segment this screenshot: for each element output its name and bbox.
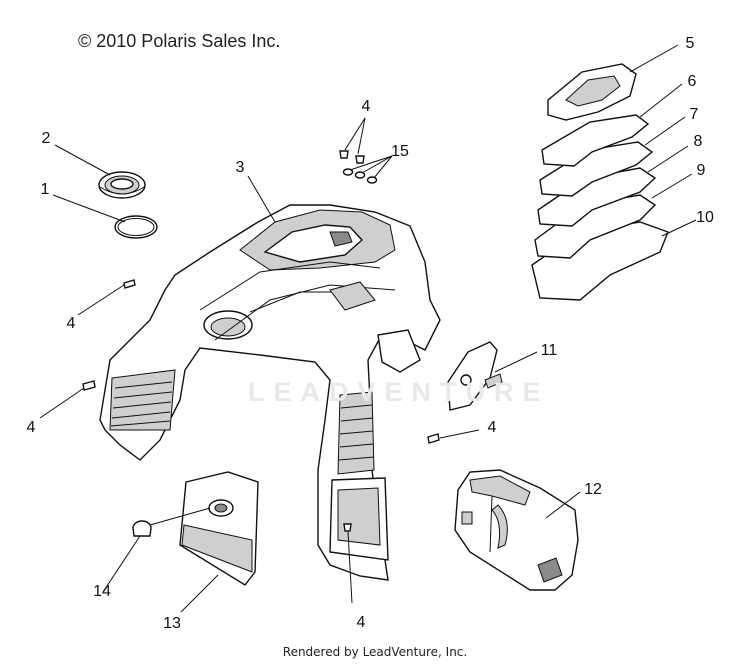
callout-10[interactable]: 10 <box>696 209 714 226</box>
callout-12[interactable]: 12 <box>584 481 602 498</box>
part-5-top-bezel[interactable] <box>547 63 637 121</box>
callout-4-left-lower[interactable]: 4 <box>26 419 36 436</box>
part-13-lid-panel[interactable] <box>179 471 259 586</box>
callout-1[interactable]: 1 <box>40 181 50 198</box>
copyright-text: © 2010 Polaris Sales Inc. <box>78 31 281 51</box>
callout-2[interactable]: 2 <box>41 130 51 147</box>
callout-6[interactable]: 6 <box>687 73 697 90</box>
callout-4-left-upper[interactable]: 4 <box>66 315 76 332</box>
part-3-console-panel[interactable] <box>99 204 441 581</box>
watermark: LEADVENTURE <box>248 377 550 407</box>
callout-8[interactable]: 8 <box>693 133 703 150</box>
right-vent-grille <box>337 391 375 475</box>
footer-rendered-by: Rendered by LeadVenture, Inc. <box>282 645 468 659</box>
callout-4-top[interactable]: 4 <box>361 98 371 115</box>
part-14-knob[interactable] <box>132 520 152 537</box>
left-vent-grille <box>109 369 176 431</box>
screws-part-4[interactable] <box>82 150 440 532</box>
callout-15[interactable]: 15 <box>391 143 409 160</box>
callout-11[interactable]: 11 <box>540 342 558 359</box>
callout-13[interactable]: 13 <box>163 615 181 632</box>
washers-part-15[interactable] <box>342 168 378 184</box>
callout-9[interactable]: 9 <box>696 162 706 179</box>
part-11-access-cover[interactable] <box>447 341 503 411</box>
callout-5[interactable]: 5 <box>685 35 695 52</box>
part-1-o-ring[interactable] <box>114 215 158 239</box>
callout-3[interactable]: 3 <box>235 159 245 176</box>
callout-4-bottom[interactable]: 4 <box>356 614 366 631</box>
part-2-cap-ring[interactable] <box>98 171 146 199</box>
callout-4-right[interactable]: 4 <box>487 419 497 436</box>
callout-14[interactable]: 14 <box>93 583 111 600</box>
part-12-storage-box[interactable] <box>454 469 579 591</box>
leader-lines <box>39 44 697 613</box>
callout-7[interactable]: 7 <box>689 106 699 123</box>
part-6-layer[interactable] <box>541 114 650 167</box>
